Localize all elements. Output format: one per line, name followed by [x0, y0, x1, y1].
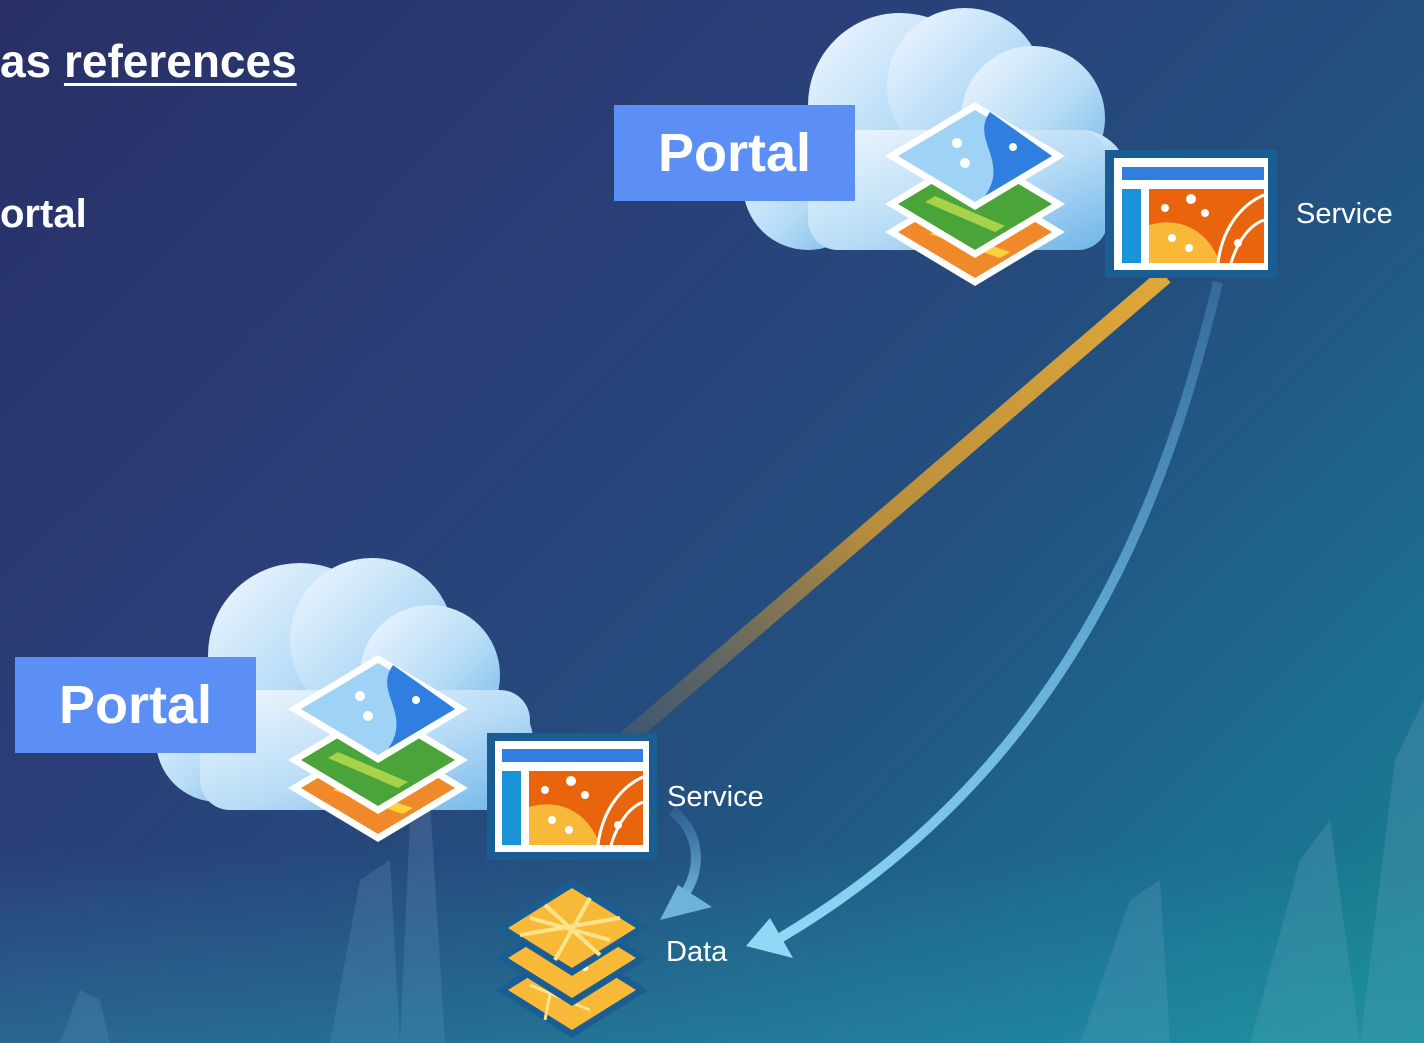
curved-arrow-icon — [746, 280, 1223, 958]
reference-link — [619, 269, 1171, 747]
portal-label-top: Portal — [614, 105, 855, 201]
service-icon — [1105, 150, 1277, 278]
portal-label-bottom: Portal — [15, 657, 256, 753]
service-icon — [487, 733, 657, 860]
data-label: Data — [666, 936, 728, 968]
service-label-bottom: Service — [667, 781, 764, 813]
layers-icon — [288, 655, 468, 842]
service-label-top: Service — [1296, 198, 1393, 230]
heading-prefix: as — [0, 35, 64, 87]
heading-line-2: ortal — [0, 192, 87, 236]
data-layers-icon — [496, 880, 648, 1038]
heading-line-1: as references — [0, 34, 297, 88]
layers-icon — [885, 102, 1065, 286]
curved-arrow-icon — [660, 806, 712, 920]
references-link[interactable]: references — [63, 35, 297, 87]
